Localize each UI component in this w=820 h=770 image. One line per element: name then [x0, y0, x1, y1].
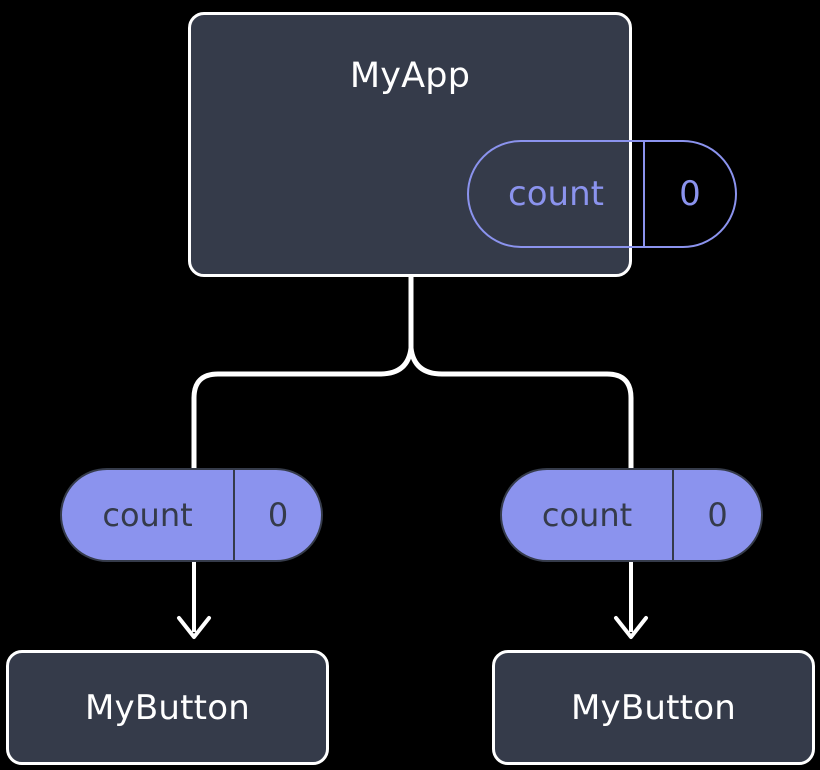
- prop-pill-right-count[interactable]: count 0: [500, 468, 763, 562]
- arrow-head-right-icon: [614, 616, 648, 639]
- component-node-mybutton-left[interactable]: MyButton: [6, 650, 329, 765]
- prop-key-label: count: [62, 470, 235, 560]
- component-label-mybutton: MyButton: [571, 687, 736, 728]
- state-key-label: count: [469, 142, 645, 246]
- prop-key-label: count: [502, 470, 674, 560]
- state-value-label: 0: [679, 174, 701, 214]
- edge-fork-right: [408, 345, 634, 473]
- prop-value-label: 0: [707, 496, 728, 534]
- prop-value-label: 0: [267, 496, 289, 534]
- component-label-myapp: MyApp: [349, 56, 471, 96]
- state-pill-myapp-count[interactable]: count 0: [467, 140, 737, 248]
- arrow-head-left-icon: [177, 616, 211, 639]
- component-node-mybutton-right[interactable]: MyButton: [492, 650, 815, 765]
- edge-fork-left: [191, 345, 414, 473]
- component-label-mybutton: MyButton: [85, 687, 250, 728]
- component-node-myapp[interactable]: MyApp count 0: [188, 12, 737, 277]
- prop-pill-left-count[interactable]: count 0: [60, 468, 323, 562]
